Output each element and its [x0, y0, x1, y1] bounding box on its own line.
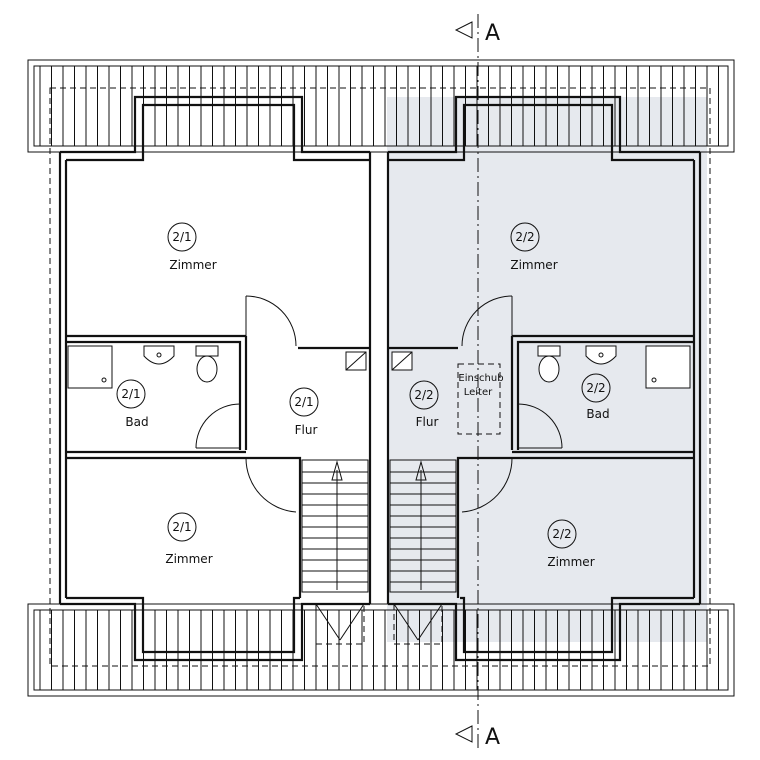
- svg-text:2/1: 2/1: [172, 520, 191, 534]
- svg-text:Bad: Bad: [125, 415, 148, 429]
- attic-hatch-label: Einschub Leiter: [458, 373, 503, 398]
- svg-text:Flur: Flur: [295, 423, 318, 437]
- party-wall: [368, 152, 390, 604]
- room-bad-2-1: 2/1 Bad: [116, 379, 149, 429]
- room-zimmer-2-2-top: 2/2 Zimmer: [510, 222, 558, 272]
- svg-text:2/1: 2/1: [172, 230, 191, 244]
- svg-text:2/1: 2/1: [121, 387, 140, 401]
- room-zimmer-2-2-bottom: 2/2 Zimmer: [547, 519, 595, 569]
- staircase-2-1: [301, 459, 369, 593]
- svg-text:Zimmer: Zimmer: [547, 555, 594, 569]
- landing-2-2: [393, 603, 443, 645]
- svg-text:Bad: Bad: [586, 407, 609, 421]
- svg-text:2/2: 2/2: [586, 381, 605, 395]
- svg-text:2/2: 2/2: [552, 527, 571, 541]
- svg-text:Einschub: Einschub: [458, 373, 503, 384]
- shower-2-2: [645, 345, 691, 389]
- room-flur-2-2: 2/2 Flur: [409, 380, 439, 429]
- shower-2-1: [67, 345, 113, 389]
- room-zimmer-2-1-top: 2/1 Zimmer: [167, 222, 217, 272]
- svg-text:2/2: 2/2: [515, 230, 534, 244]
- attic-hatch: [457, 363, 501, 435]
- interior-walls: [66, 334, 694, 598]
- landing-2-1: [315, 603, 365, 645]
- washbasin-2-2: [585, 345, 617, 365]
- svg-text:2/1: 2/1: [294, 395, 313, 409]
- room-bad-2-2: 2/2 Bad: [581, 373, 611, 421]
- staircase-2-2: [389, 459, 457, 593]
- washbasin-2-1: [143, 345, 175, 365]
- svg-text:2/2: 2/2: [414, 388, 433, 402]
- svg-text:Zimmer: Zimmer: [510, 258, 557, 272]
- outer-walls: [58, 95, 702, 662]
- room-zimmer-2-1-bottom: 2/1 Zimmer: [165, 512, 213, 566]
- section-label-top: A: [485, 21, 500, 46]
- roof-outline: [49, 87, 711, 667]
- svg-text:Zimmer: Zimmer: [169, 258, 216, 272]
- svg-text:Zimmer: Zimmer: [165, 552, 212, 566]
- toilet-2-2: [537, 345, 561, 383]
- doors: [195, 295, 563, 513]
- section-label-bottom: A: [485, 725, 500, 750]
- svg-text:Leiter: Leiter: [464, 387, 493, 398]
- svg-text:Flur: Flur: [416, 415, 439, 429]
- section-line-a: A A: [454, 14, 500, 750]
- room-flur-2-1: 2/1 Flur: [289, 387, 319, 437]
- shaft-2-2: [391, 351, 413, 371]
- toilet-2-1: [195, 345, 219, 383]
- shaft-2-1: [345, 351, 367, 371]
